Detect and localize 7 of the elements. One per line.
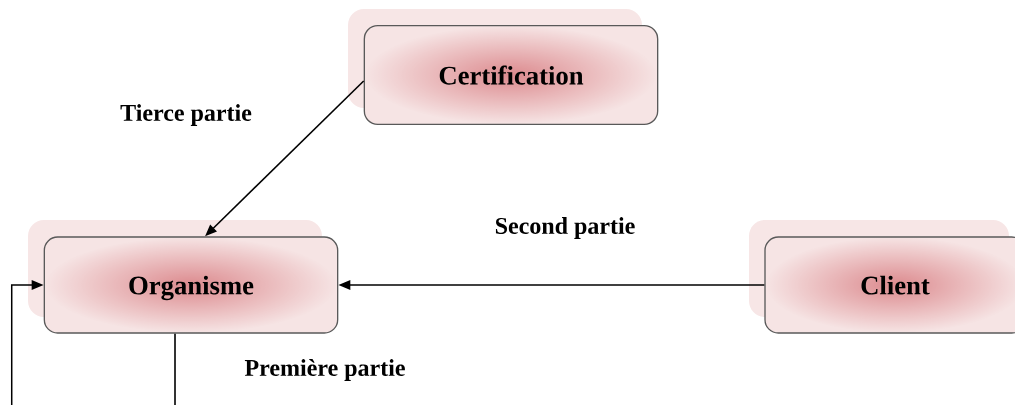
process-box: Certification — [348, 9, 659, 125]
edge-label: Tierce partie — [118, 102, 254, 128]
edge-label: Première partie — [243, 357, 407, 383]
process-box: Client — [749, 220, 1015, 334]
process-box: Organisme — [28, 220, 339, 334]
arrow — [10, 280, 176, 405]
edge-label: Second partie — [493, 215, 637, 241]
